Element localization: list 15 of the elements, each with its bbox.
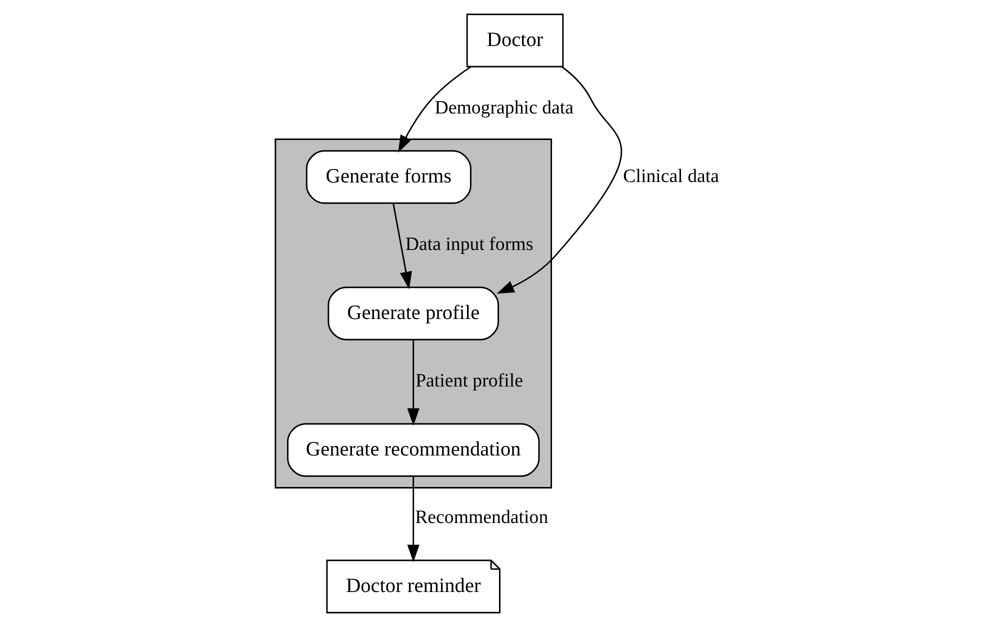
arrow bbox=[407, 340, 420, 426]
edge-label: Recommendation bbox=[415, 507, 548, 528]
arrow bbox=[398, 66, 472, 153]
arrow bbox=[392, 203, 412, 290]
cluster bbox=[274, 138, 552, 488]
edge-label: Data input forms bbox=[405, 234, 534, 256]
node-box: Generate profile bbox=[328, 286, 500, 340]
node-box: Generate recommendation bbox=[287, 423, 540, 477]
arrow bbox=[407, 476, 420, 562]
edge-label: Demographic data bbox=[434, 98, 574, 119]
node-box: Generate forms bbox=[306, 150, 472, 204]
edge-label: Clinical data bbox=[623, 166, 720, 187]
edge-label: Patient profile bbox=[416, 370, 523, 392]
arrow bbox=[496, 66, 622, 294]
node-box: Doctor bbox=[466, 14, 564, 68]
